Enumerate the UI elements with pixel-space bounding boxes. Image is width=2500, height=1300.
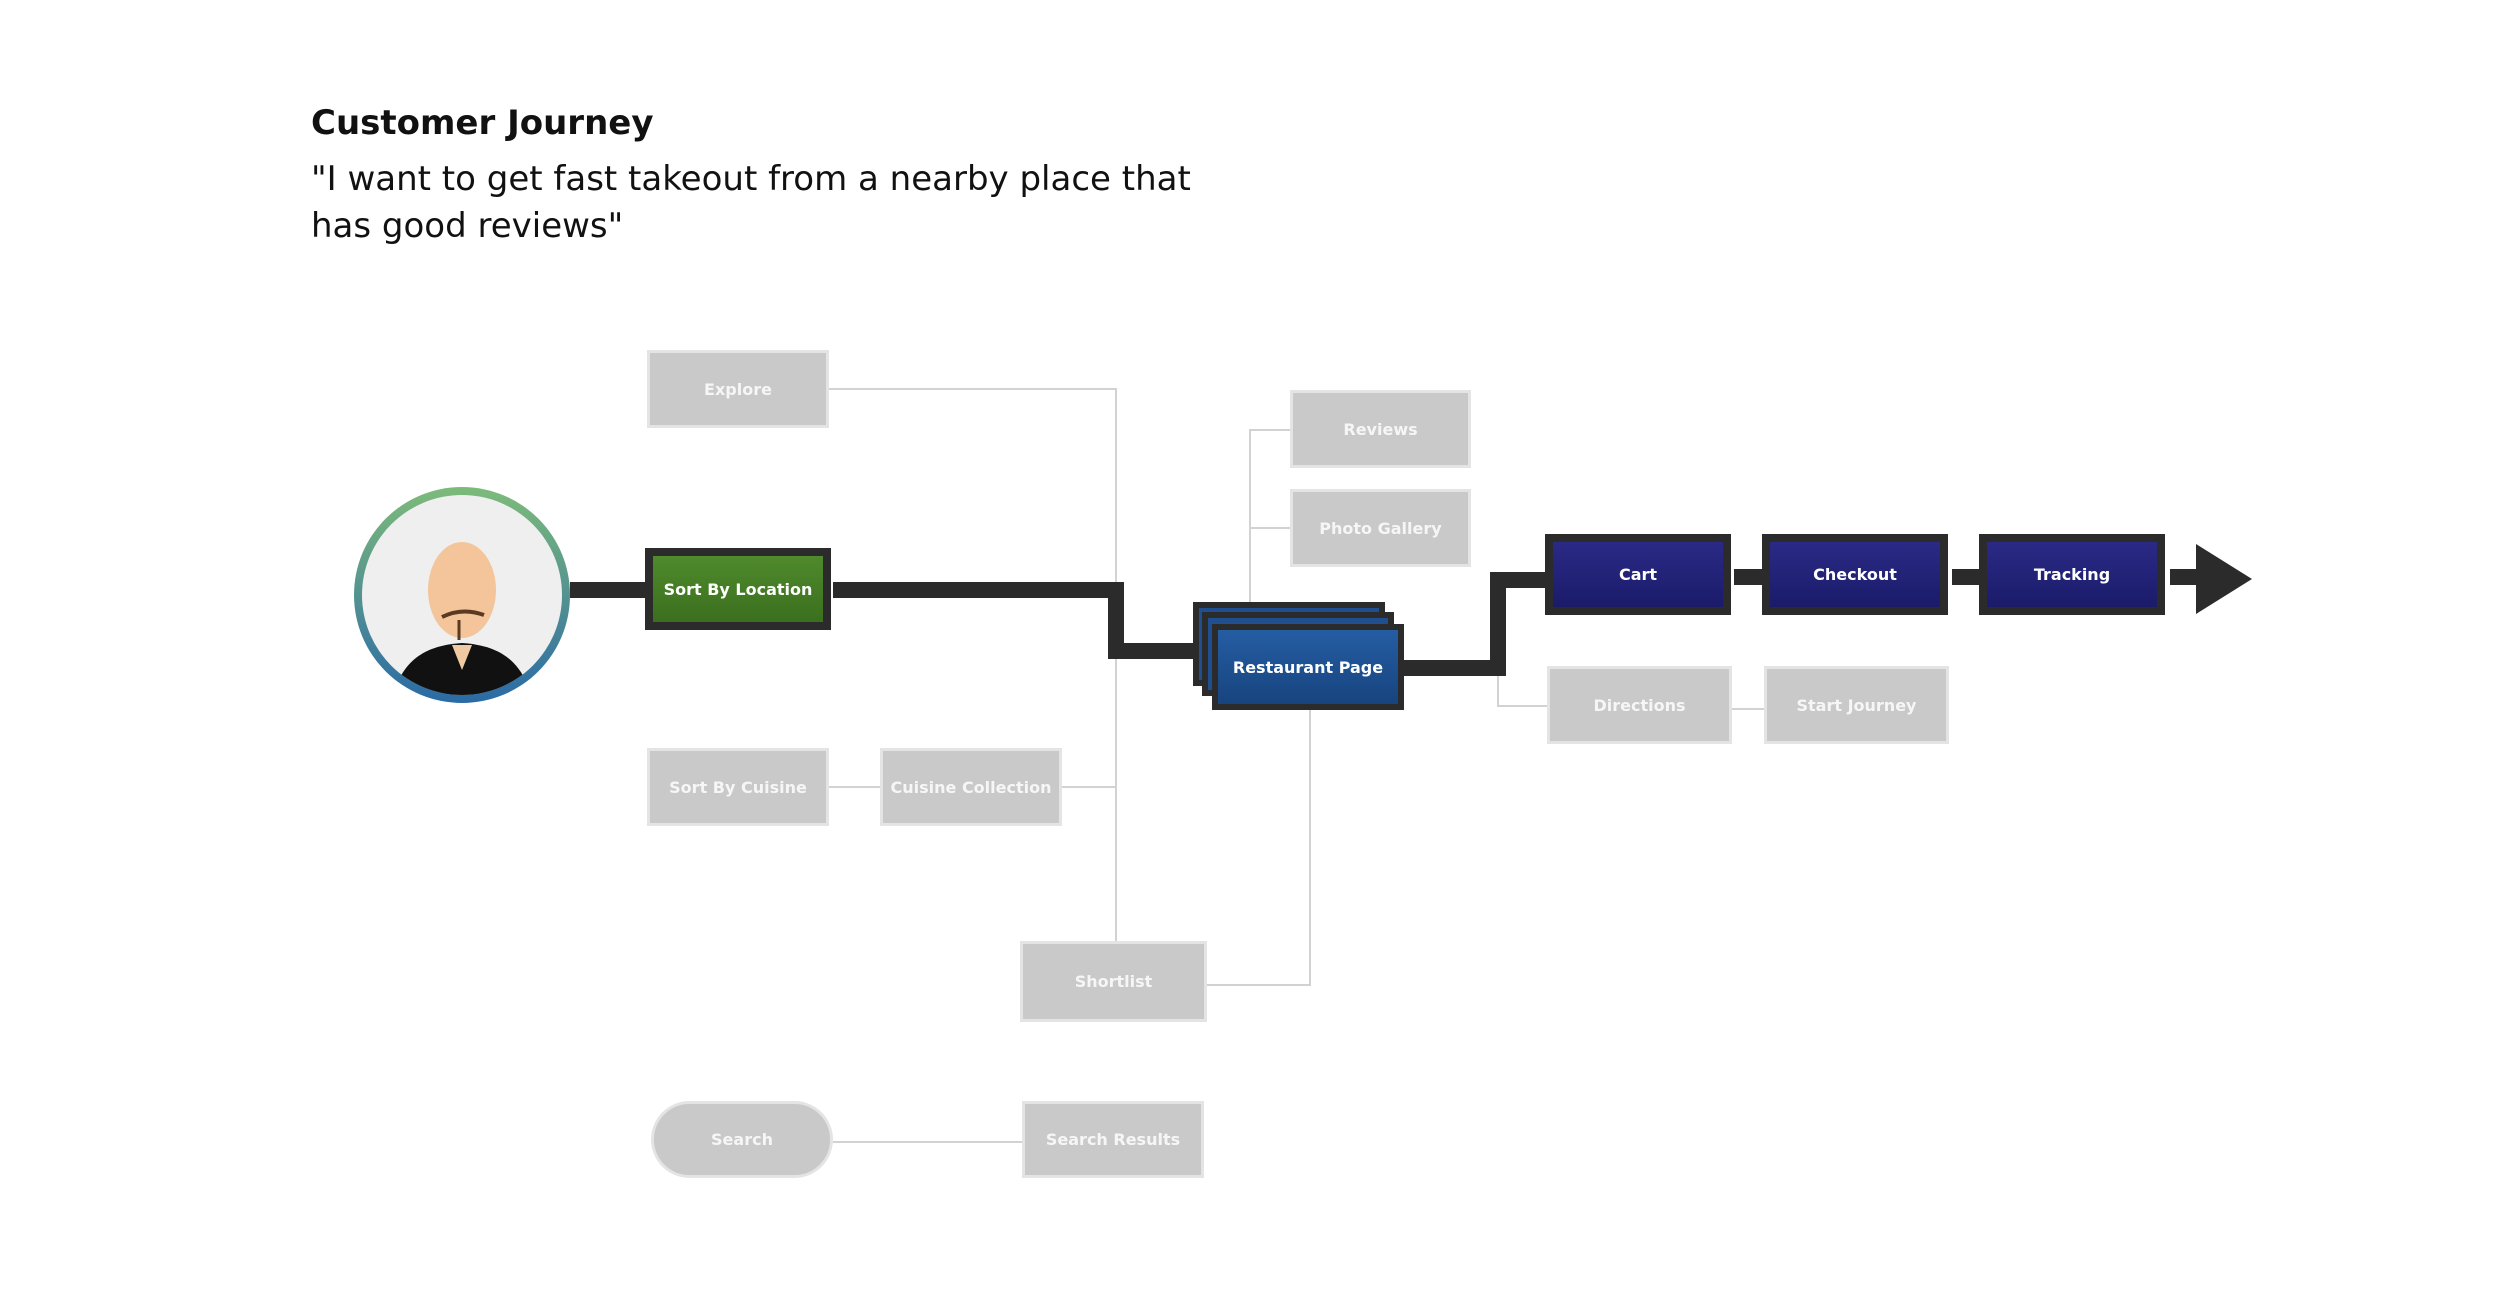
secondary-connectors bbox=[828, 388, 1770, 1143]
search-node[interactable]: Search bbox=[651, 1101, 833, 1178]
explore-node[interactable]: Explore bbox=[647, 350, 829, 428]
customer-quote: "I want to get fast takeout from a nearb… bbox=[311, 159, 1191, 246]
sort-by-location-node[interactable]: Sort By Location bbox=[645, 548, 831, 630]
shortlist-node[interactable]: Shortlist bbox=[1020, 941, 1207, 1022]
person-icon bbox=[393, 542, 531, 695]
customer-avatar bbox=[354, 487, 570, 703]
arrow-head-icon bbox=[2196, 544, 2252, 614]
cuisine-collection-node[interactable]: Cuisine Collection bbox=[880, 748, 1062, 826]
search-results-node[interactable]: Search Results bbox=[1022, 1101, 1204, 1178]
sort-by-cuisine-node[interactable]: Sort By Cuisine bbox=[647, 748, 829, 826]
restaurant-page-node[interactable]: Restaurant Page bbox=[1212, 624, 1404, 710]
directions-node[interactable]: Directions bbox=[1547, 666, 1732, 744]
tracking-node[interactable]: Tracking bbox=[1979, 534, 2165, 615]
reviews-node[interactable]: Reviews bbox=[1290, 390, 1471, 468]
checkout-node[interactable]: Checkout bbox=[1762, 534, 1948, 615]
page-title: Customer Journey bbox=[311, 103, 654, 143]
photo-gallery-node[interactable]: Photo Gallery bbox=[1290, 489, 1471, 567]
start-journey-node[interactable]: Start Journey bbox=[1764, 666, 1949, 744]
cart-node[interactable]: Cart bbox=[1545, 534, 1731, 615]
